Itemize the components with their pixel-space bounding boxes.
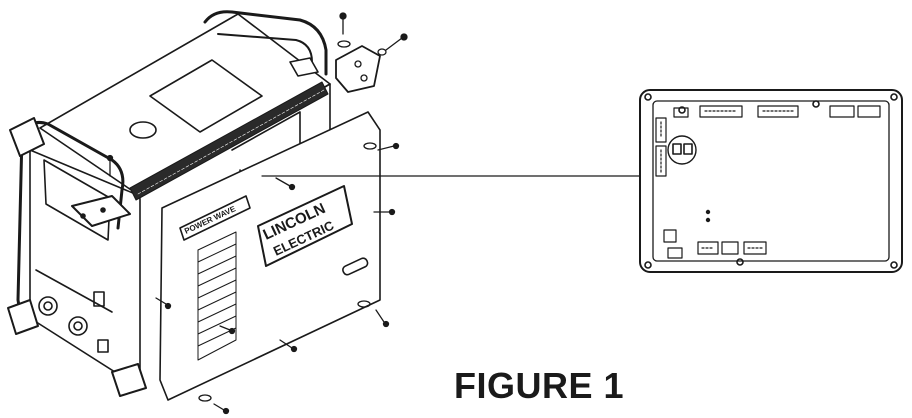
highlight-circle: [667, 135, 697, 165]
rear-handle-inner: [217, 33, 313, 63]
corner-bracket: [335, 45, 381, 93]
rear-foot: [111, 363, 147, 397]
front-foot: [7, 299, 39, 335]
board-left-connectors: [655, 117, 667, 177]
welder-machine: [7, 10, 331, 397]
fasteners: [106, 12, 408, 415]
front-connectors: [35, 269, 113, 353]
screw: [385, 37, 403, 51]
side-cover-panel: POWER WAVE LINCOLN ELECTRIC: [159, 111, 381, 401]
top-corner-guard: [9, 117, 45, 157]
vent-louvers: [197, 231, 237, 361]
brand-logo-plate: [257, 185, 353, 267]
board-top-connectors: [673, 105, 881, 118]
rear-handle: [203, 10, 328, 76]
top-label-plate: [149, 59, 263, 133]
washer: [363, 142, 377, 150]
figure-caption: FIGURE 1: [454, 365, 625, 406]
front-control-window: [43, 159, 111, 241]
model-badge: [179, 195, 251, 241]
pc-board-outline: [639, 89, 903, 273]
top-access-hole: [129, 121, 157, 139]
cover-handle-slot: [342, 257, 369, 276]
washer: [337, 40, 351, 48]
board-bottom-connectors: [663, 229, 767, 259]
screw: [377, 145, 395, 151]
control-pc-board: [639, 89, 903, 273]
